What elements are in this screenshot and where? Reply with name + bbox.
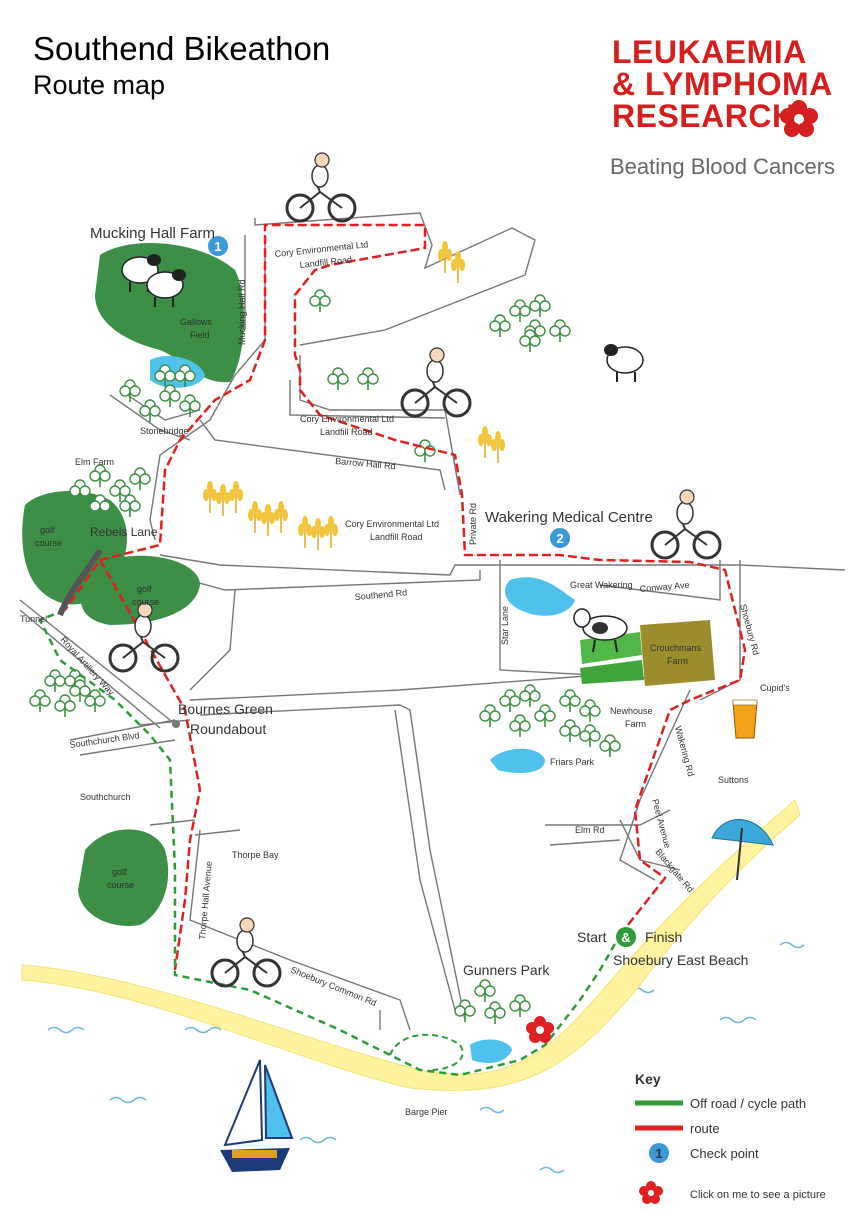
label-elm-farm: Elm Farm [75,457,114,467]
label-newhouse: Newhouse [610,706,653,716]
label-golf: golf [137,584,152,594]
place-labels: Mucking Hall Farm Wakering Medical Centr… [20,225,790,1117]
golf-course-south [78,829,169,926]
golf-course-middle [80,555,200,625]
cyclist-icon [285,151,357,223]
key-checkpoint-icon [649,1143,669,1163]
key-offroad-label: Off road / cycle path [690,1096,806,1111]
label-shoebury-rd: Shoebury Rd [738,603,761,656]
logo-flower-icon [780,100,818,137]
label-shoebury-east-beach: Shoebury East Beach [613,952,748,968]
key-checkpoint-number: 1 [655,1146,662,1161]
checkpoint-1-icon[interactable]: 1 [208,236,228,256]
label-roundabout: Roundabout [190,721,266,737]
label-southend-rd: Southend Rd [354,587,407,602]
logo-line-3: RESEARCH [612,98,796,134]
label-peel-avenue: Peel Avenue [650,798,673,849]
label-gallows: Gallows [180,317,213,327]
label-friars-park: Friars Park [550,757,595,767]
page-subtitle: Route map [33,70,166,100]
cyclist-icon [400,346,472,418]
label-conway-ave: Conway Ave [639,580,690,594]
label-shoebury-common-rd: Shoebury Common Rd [289,965,378,1009]
label-star-lane: Star Lane [500,606,510,645]
label-course: course [132,597,159,607]
label-field: Field [190,330,210,340]
label-blackgate-rd: Blackgate Rd [653,847,695,894]
sea-waves [47,941,805,1174]
label-barge-pier: Barge Pier [405,1107,448,1117]
logo-tagline: Beating Blood Cancers [610,154,836,179]
cow-icon [573,608,628,653]
label-golf: golf [40,525,55,535]
label-stonebridge: Stonebridge [140,426,189,436]
label-start: Start [577,929,607,945]
map-key: Key Off road / cycle path route 1 Check … [635,1071,826,1204]
svg-text:&: & [621,930,630,945]
sailboat-icon [220,1059,294,1172]
pint-icon [732,699,758,739]
label-suttons: Suttons [718,775,749,785]
label-gunners-park: Gunners Park [463,962,550,978]
label-farm: Farm [625,719,646,729]
label-crouchmans: Crouchmans [650,643,702,653]
logo-line-1: LEUKAEMIA [612,34,807,70]
start-finish-icon: & [616,927,636,947]
label-tunnel: Tunnel [20,614,47,624]
label-golf: golf [112,867,127,877]
label-southchurch: Southchurch [80,792,131,802]
beach [21,799,801,1091]
label-elm-rd: Elm Rd [575,825,605,835]
wheat-fields [202,240,506,551]
label-course: course [35,538,62,548]
page-title: Southend Bikeathon [33,30,331,67]
svg-text:2: 2 [556,531,563,546]
flower-icon[interactable] [526,1016,554,1043]
key-flower-icon [639,1181,663,1204]
key-picture-label: Click on me to see a picture [690,1189,826,1201]
label-rebels-lane: Rebels Lane [90,525,158,539]
label-mucking-hall-farm: Mucking Hall Farm [90,225,215,242]
label-barrow-hall-rd: Barrow Hall Rd [335,456,396,471]
field-b [580,660,644,684]
label-thorpe-bay: Thorpe Bay [232,850,279,860]
roundabout-icon [172,720,180,728]
label-wakering-rd: Wakering Rd [673,725,696,778]
key-checkpoint-label: Check point [690,1146,759,1161]
label-cory: Cory Environmental Ltd [300,414,394,424]
label-cupids: Cupid's [760,683,790,693]
route-path [63,223,747,971]
label-course: course [107,880,134,890]
field-a [580,632,642,664]
label-cory: Cory Environmental Ltd [274,239,369,259]
key-title: Key [635,1071,661,1087]
label-private-rd: Private Rd [468,503,478,545]
label-landfill: Landfill Road [320,427,373,437]
label-finish: Finish [645,929,682,945]
svg-text:1: 1 [214,239,221,254]
umbrella-icon [711,819,774,881]
label-great-wakering: Great Wakering [570,580,633,590]
key-route-label: route [690,1121,720,1136]
label-bournes-green: Bournes Green [178,701,273,717]
label-wakering-medical-centre: Wakering Medical Centre [485,509,653,526]
rebels-lane-path [57,548,103,617]
label-landfill: Landfill Road [370,532,423,542]
crouchmans-farm [640,620,715,686]
cyclist-icon [650,488,722,560]
label-mucking-hall-rd: Mucking Hall Rd [237,279,247,345]
label-cory: Cory Environmental Ltd [345,519,439,529]
label-farm: Farm [667,656,688,666]
offroad-loop [389,1033,464,1071]
checkpoint-2-icon[interactable]: 2 [550,528,570,548]
sheep-icon [603,343,644,383]
logo-line-2: & LYMPHOMA [612,66,833,102]
